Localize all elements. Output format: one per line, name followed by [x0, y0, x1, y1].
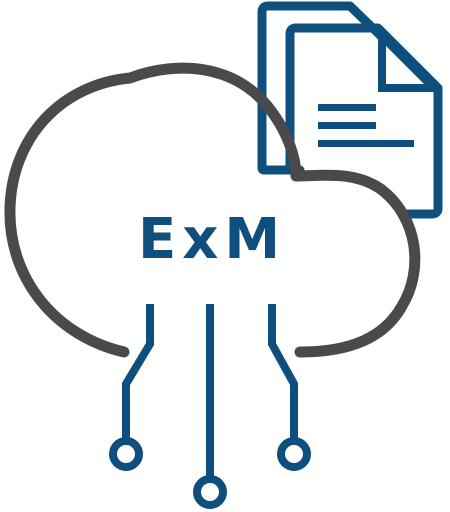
- cloud-outline: [4, 62, 421, 358]
- document-line-1: [318, 104, 376, 111]
- back-document-outline: [257, 1, 417, 175]
- document-line-2: [318, 122, 376, 129]
- logo-text: ExM: [138, 207, 286, 272]
- circuit-node-right: [277, 437, 311, 471]
- document-icon: [257, 1, 443, 219]
- document-fold-inner: [386, 46, 424, 84]
- circuit-trace-left: [122, 304, 154, 440]
- front-document-outline: [296, 23, 443, 219]
- cloud-icon: [4, 62, 421, 358]
- circuit-node-left: [109, 437, 143, 471]
- front-document-left-edge: [285, 23, 297, 168]
- circuit-icon: [109, 304, 311, 509]
- circuit-trace-right: [268, 304, 298, 440]
- circuit-node-center: [193, 475, 227, 509]
- document-line-3: [318, 140, 414, 147]
